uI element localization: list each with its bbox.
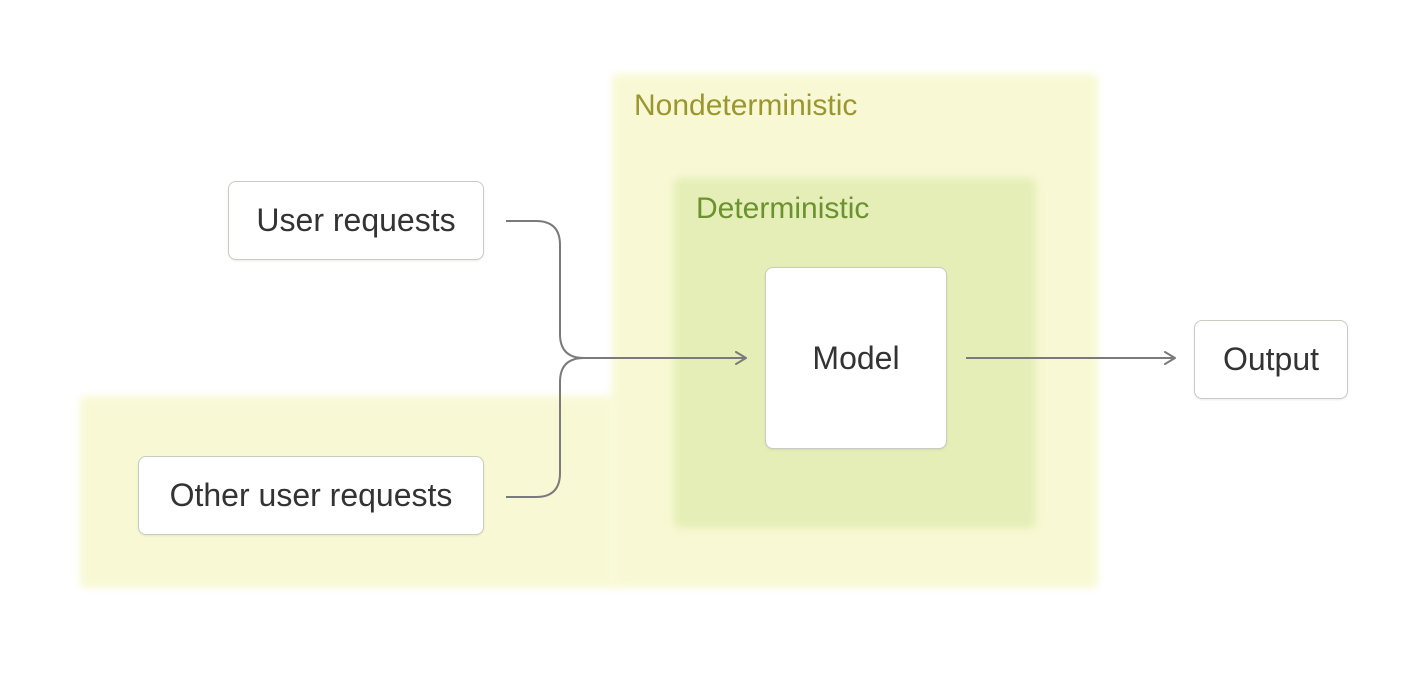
output-node: Output: [1194, 320, 1348, 399]
edge-user-requests-to-model: [506, 220, 585, 359]
model-node: Model: [765, 267, 947, 449]
nondeterministic-label: Nondeterministic: [634, 89, 858, 122]
user-requests-node: User requests: [228, 181, 484, 260]
deterministic-label: Deterministic: [696, 192, 870, 225]
user-requests-label: User requests: [256, 202, 456, 238]
output-label: Output: [1222, 341, 1320, 377]
other-user-requests-node: Other user requests: [138, 456, 484, 535]
edge-other-user-requests-to-model: [506, 357, 585, 498]
other-user-requests-label: Other user requests: [169, 477, 453, 513]
model-label: Model: [812, 339, 900, 376]
